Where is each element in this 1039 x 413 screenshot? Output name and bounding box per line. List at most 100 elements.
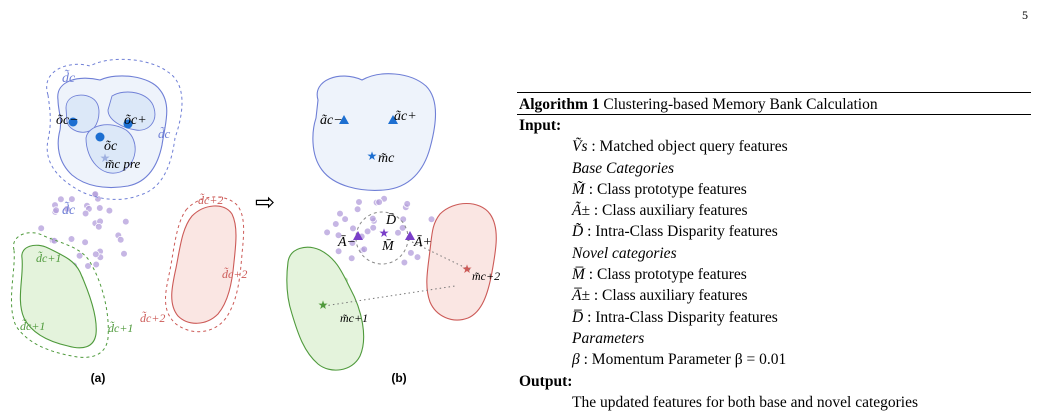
auxiliary-minus-marker (339, 115, 349, 124)
purple-feature-dot (403, 200, 412, 208)
panel-b-green-boundary (286, 246, 365, 371)
algorithm-section-heading: Novel categories (517, 243, 1031, 264)
purple-feature-dot (347, 254, 356, 263)
panel-b-blue-boundary (312, 73, 436, 191)
purple-feature-dot (353, 205, 362, 214)
algorithm-input-line: β : Momentum Parameter β = 0.01 (517, 349, 1031, 370)
label-A-minus: Ā− (337, 234, 356, 250)
auxiliary-plus-marker (388, 115, 398, 124)
purple-feature-dot (341, 215, 349, 223)
purple-feature-dot (368, 214, 377, 223)
panel-a-green-boundary (19, 244, 97, 349)
input-description: : Class auxiliary features (589, 202, 748, 220)
subcluster-center-right (123, 119, 133, 129)
algorithm-input-line: D̅ : Intra-Class Disparity features (517, 307, 1031, 328)
purple-feature-dot (92, 250, 100, 259)
input-description: : Matched object query features (587, 138, 788, 156)
algorithm-input-line: M̃ : Class prototype features (517, 179, 1031, 200)
purple-feature-dot (375, 198, 383, 206)
label-M-bar: M̄ (381, 239, 395, 254)
output-label: Output: (519, 372, 573, 390)
input-description: : Momentum Parameter β = 0.01 (579, 351, 787, 369)
label-A-plus: Ā+ (413, 234, 432, 250)
label-d-c-bottom: d̃c (62, 201, 76, 218)
label-m-c: m̃c (378, 151, 395, 166)
novel-auxiliary-plus-marker (405, 231, 415, 240)
label-o-c-minus: õc− (56, 113, 79, 128)
purple-feature-dot (96, 204, 104, 212)
section-heading-text: Base Categories (572, 159, 675, 177)
algorithm-input-line: Ṽs : Matched object query features (517, 136, 1031, 157)
purple-feature-dot (334, 231, 343, 240)
purple-feature-dot (84, 262, 92, 270)
prototype-star-pre: ★ (100, 151, 111, 165)
purple-feature-dot (331, 220, 340, 228)
purple-feature-dot (92, 260, 100, 269)
input-symbol: D̅ (572, 308, 584, 326)
label-d-c-top: d̃c (62, 69, 76, 86)
output-description: The updated features for both base and n… (572, 393, 919, 411)
label-d-c1-right: d̃c+1 (108, 321, 133, 335)
purple-feature-dot (68, 195, 76, 203)
label-m-c2: m̃c+2 (472, 269, 500, 283)
label-m-c-pre: m̃c pre (105, 156, 140, 171)
input-description: : Class prototype features (584, 180, 747, 198)
purple-feature-dot (122, 217, 130, 226)
purple-feature-dot (63, 205, 71, 213)
panel-a-red-dashed-boundary (165, 196, 245, 333)
section-heading-text: Parameters (572, 329, 645, 347)
subcluster-center-mid (95, 132, 105, 142)
purple-feature-dot (95, 223, 103, 231)
algorithm-section-heading: Parameters (517, 328, 1031, 349)
purple-feature-dot (394, 228, 402, 237)
algorithm-section-heading: Base Categories (517, 158, 1031, 179)
subcluster-center-left (68, 117, 78, 127)
panel-a-blue-dashed-boundary (46, 58, 183, 200)
purple-feature-dot (81, 209, 90, 218)
label-D-bar: D̄ (385, 213, 396, 228)
transform-arrow-icon: ⇨ (255, 188, 275, 216)
label-d-c-right: d̃c (158, 126, 171, 141)
algorithm-input-line: A̅± : Class auxiliary features (517, 285, 1031, 306)
purple-feature-dot (427, 215, 436, 224)
purple-feature-dot (57, 195, 65, 204)
input-description: : Class prototype features (584, 266, 747, 284)
panel-a-caption: (a) (91, 371, 106, 385)
input-symbol: Ṽs (572, 138, 588, 156)
algorithm-title-text: Clustering-based Memory Bank Calculation (603, 96, 878, 113)
prototype-star: ★ (367, 149, 378, 163)
purple-feature-dot (413, 253, 422, 261)
algorithm-label: Algorithm 1 (519, 96, 600, 113)
label-o-c-plus: õc+ (124, 113, 147, 128)
label-d-c2-right: d̃c+2 (222, 267, 247, 281)
algorithm-input-line: Ã± : Class auxiliary features (517, 200, 1031, 221)
panel-b-red-boundary (426, 202, 497, 321)
purple-feature-dot (363, 227, 372, 236)
panel-a-green-dashed-boundary (10, 232, 109, 358)
input-description: : Class auxiliary features (589, 287, 748, 305)
label-a-c-plus: ãc+ (394, 109, 417, 124)
purple-feature-dot (323, 228, 331, 237)
input-symbol: M̃ (572, 180, 585, 198)
input-symbol: D̃ (572, 223, 584, 241)
novel-prototype-star: ★ (379, 226, 390, 240)
algorithm-input-line: D̃ : Intra-Class Disparity features (517, 221, 1031, 242)
label-d-c2-bottom: d̃c+2 (140, 311, 165, 325)
input-symbol: M̅ (572, 266, 585, 284)
purple-feature-dot (399, 215, 408, 224)
page-number: 5 (1022, 8, 1028, 22)
input-symbol: β (572, 351, 580, 369)
panel-b-caption: (b) (391, 371, 406, 385)
panel-a-blue-subcluster-right (107, 91, 156, 131)
purple-feature-dot (67, 235, 76, 243)
input-description: : Intra-Class Disparity features (583, 308, 778, 326)
purple-feature-dot (37, 224, 45, 233)
input-symbol: A̅± (572, 287, 590, 305)
purple-feature-dot (407, 249, 415, 257)
label-d-c2-top: d̃c+2 (198, 193, 223, 207)
purple-feature-dot (349, 224, 357, 233)
cluster-markers: ★★★★★ (68, 115, 472, 312)
algorithm-box: Algorithm 1 Clustering-based Memory Bank… (517, 92, 1031, 413)
label-o-c: õc (104, 139, 118, 154)
